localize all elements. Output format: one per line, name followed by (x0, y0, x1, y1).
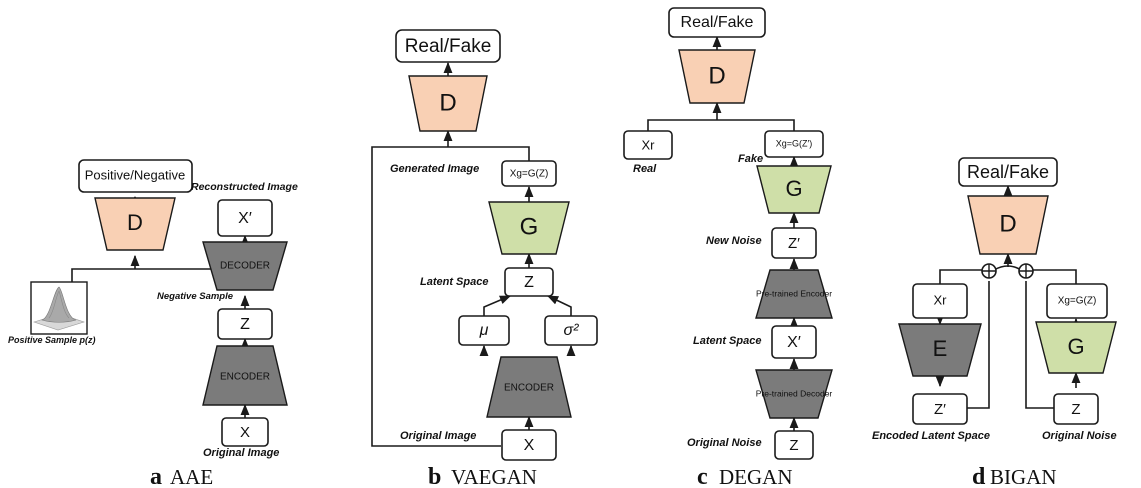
aae-z-box: Z (217, 308, 273, 340)
bigan-zprime-text: Z′ (934, 401, 946, 418)
degan-pretrained-decoder (755, 369, 833, 419)
aae-encoder-text: ENCODER (220, 372, 270, 383)
bigan-output-box: Real/Fake (958, 157, 1058, 187)
degan-xprime-text: X′ (787, 334, 801, 351)
degan-zprime-box: Z′ (771, 227, 817, 259)
vaegan-mu-text: μ (479, 322, 489, 339)
vaegan-original-label: Original Image (400, 430, 476, 442)
vaegan-caption-name: VAEGAN (451, 465, 537, 488)
bigan-output-text: Real/Fake (967, 162, 1049, 182)
vaegan-d-text: D (439, 89, 456, 116)
bigan-z-text: Z (1071, 401, 1080, 418)
degan-output-text: Real/Fake (681, 14, 754, 31)
degan-xr-box: Xr (623, 130, 673, 160)
bigan-d-text: D (999, 210, 1016, 237)
degan-latent-label: Latent Space (693, 335, 761, 347)
vaegan-z-text: Z (524, 274, 534, 291)
bigan-original-noise-label: Original Noise (1042, 430, 1117, 442)
vaegan-x-box: X (501, 429, 557, 461)
bigan-discriminator (967, 195, 1049, 255)
degan-generator (756, 165, 832, 214)
bigan-concat-left-icon (981, 263, 997, 279)
degan-diagram: Real/Fake D Xr Xg=G(Z′) G Z′ Pre-trained… (623, 7, 833, 488)
degan-xg-box: Xg=G(Z′) (764, 130, 824, 158)
vaegan-mu-box: μ (458, 315, 510, 346)
degan-g-text: G (785, 176, 802, 201)
degan-original-noise-label: Original Noise (687, 437, 762, 449)
bigan-generator (1035, 321, 1117, 374)
aae-output-text: Positive/Negative (85, 167, 185, 182)
bigan-g-text: G (1067, 334, 1084, 359)
bigan-encoded-label: Encoded Latent Space (872, 430, 990, 442)
vaegan-generated-box: Xg=G(Z) (501, 160, 557, 187)
bigan-xr-text: Xr (934, 292, 948, 307)
bigan-zprime-box: Z′ (912, 393, 968, 425)
aae-negative-label: Negative Sample (157, 291, 234, 302)
degan-zprime-text: Z′ (788, 235, 800, 252)
bigan-xg-text: Xg=G(Z) (1058, 296, 1097, 307)
aae-original-label: Original Image (203, 447, 279, 459)
bigan-caption-name: BIGAN (990, 465, 1057, 488)
degan-fake-label: Fake (738, 153, 763, 165)
aae-caption-name: AAE (170, 465, 213, 488)
bigan-e-text: E (933, 336, 948, 361)
vaegan-xg-text: Xg=G(Z) (510, 169, 549, 180)
aae-d-text: D (127, 210, 143, 235)
degan-xg-text: Xg=G(Z′) (776, 138, 812, 148)
vaegan-z-box: Z (504, 267, 554, 297)
vaegan-g-text: G (520, 213, 539, 240)
aae-reconstructed-box: X′ (217, 199, 273, 237)
aae-x-box: X (221, 417, 269, 447)
vaegan-generator (488, 201, 570, 255)
degan-xr-text: Xr (642, 137, 656, 152)
degan-new-noise-label: New Noise (706, 235, 762, 247)
degan-xprime-box: X′ (771, 325, 817, 359)
vaegan-diagram: Real/Fake D Xg=G(Z) G Z μ σ² ENCODER X G… (371, 29, 598, 488)
aae-reconstructed-label: Reconstructed Image (191, 181, 298, 193)
bigan-caption-letter: d (972, 464, 986, 488)
aae-decoder (202, 241, 288, 291)
aae-encoder (202, 345, 288, 406)
vaegan-latent-label: Latent Space (420, 276, 488, 288)
aae-z-text: Z (240, 316, 250, 333)
aae-diagram: Positive/Negative D X′ DECODER Z ENCODER… (8, 159, 298, 488)
degan-pre-encoder-text: Pre-trained Encoder (756, 288, 832, 298)
degan-output-box: Real/Fake (668, 7, 766, 38)
vaegan-sigma-box: σ² (544, 315, 598, 346)
vaegan-output-box: Real/Fake (395, 29, 501, 63)
bigan-z-box: Z (1053, 393, 1099, 425)
degan-caption-letter: c (697, 464, 708, 488)
aae-xprime-text: X′ (238, 210, 252, 227)
vaegan-sigma-text: σ² (564, 322, 580, 339)
bigan-concat-right-icon (1018, 263, 1034, 279)
vaegan-output-text: Real/Fake (405, 36, 492, 57)
vaegan-encoder (486, 356, 572, 418)
vaegan-generated-label: Generated Image (390, 163, 479, 175)
aae-positive-label: Positive Sample p(z) (8, 335, 96, 345)
aae-x-text: X (240, 424, 250, 441)
vaegan-caption-letter: b (428, 464, 441, 488)
vaegan-x-text: X (524, 437, 535, 454)
aae-output-box: Positive/Negative (78, 159, 193, 193)
degan-caption-name: DEGAN (719, 465, 793, 488)
degan-real-label: Real (633, 163, 657, 175)
vaegan-discriminator (408, 75, 488, 132)
degan-discriminator (678, 49, 756, 104)
degan-pretrained-encoder (755, 269, 833, 319)
degan-z-text: Z (789, 437, 798, 454)
aae-caption-letter: a (150, 464, 162, 488)
bigan-encoder (898, 323, 982, 377)
degan-z-box: Z (774, 430, 814, 460)
bigan-xg-box: Xg=G(Z) (1046, 283, 1108, 319)
bigan-diagram: Real/Fake D Xr E Z′ Xg=G(Z) G (872, 157, 1117, 488)
vaegan-encoder-text: ENCODER (504, 383, 554, 394)
aae-discriminator (94, 197, 176, 251)
degan-d-text: D (708, 62, 725, 89)
bigan-xr-box: Xr (912, 283, 968, 319)
aae-decoder-text: DECODER (220, 261, 270, 272)
degan-pre-decoder-text: Pre-trained Decoder (756, 388, 833, 398)
aae-positive-sample-image (30, 281, 88, 335)
